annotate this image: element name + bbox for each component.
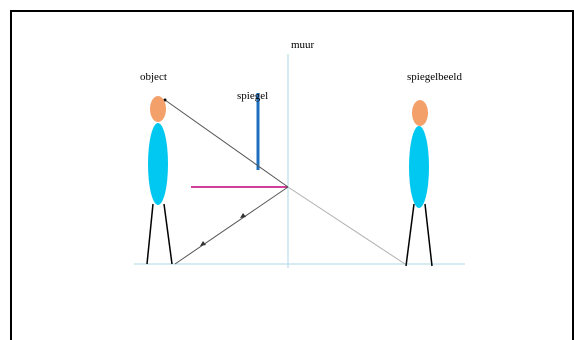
image-left-leg [405,203,415,267]
eye-dot [163,98,167,102]
object-right-leg [163,203,173,265]
object-label: object [140,71,167,83]
ray-arrow-lower [200,241,206,246]
reflected-ray [164,99,289,188]
object-left-leg [146,203,154,265]
mirror-image-label: spiegelbeeld [407,71,462,83]
object-body [148,123,168,205]
image-right-leg [424,203,433,267]
mirror-label: spiegel [237,90,268,102]
incident-ray [174,186,289,265]
object-head [150,96,166,122]
ray-arrow-upper [240,213,246,218]
wall-label: muur [291,39,315,51]
object-person [146,96,173,265]
virtual-ray [287,186,406,265]
mirror-image-person [405,100,433,267]
image-head [412,100,428,126]
image-body [409,126,429,208]
diagram-frame [10,10,574,340]
